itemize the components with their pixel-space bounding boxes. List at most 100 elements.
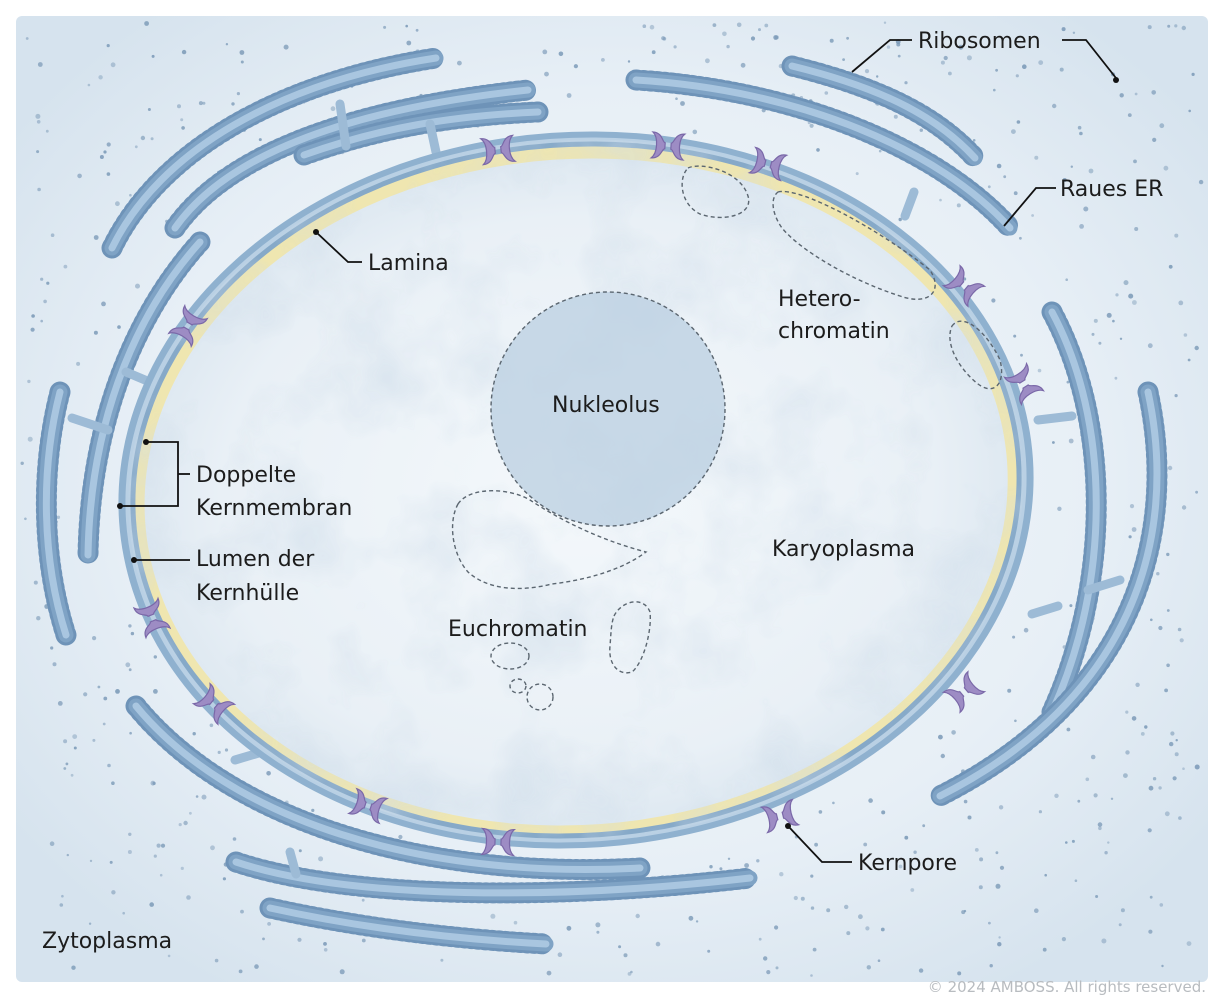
ribosome-dot-icon <box>988 921 991 925</box>
ribosome-dot-icon <box>24 517 27 521</box>
ribosome-dot-icon <box>115 201 120 207</box>
ribosome-dot-icon <box>865 926 870 931</box>
label-raues-er: Raues ER <box>1060 177 1163 202</box>
ribosome-dot-icon <box>1151 90 1156 95</box>
ribosome-dot-icon <box>36 150 40 154</box>
ribosome-dot-icon <box>266 771 271 776</box>
ribosome-dot-icon <box>102 722 106 726</box>
ribosome-dot-icon <box>758 937 762 941</box>
ribosome-dot-icon <box>898 864 903 869</box>
ribosome-dot-icon <box>222 877 226 881</box>
ribosome-dot-icon <box>1172 776 1177 781</box>
ribosome-dot-icon <box>37 187 41 192</box>
ribosome-dot-icon <box>1110 797 1114 800</box>
ribosome-dot-icon <box>719 867 723 871</box>
ribosome-dot-icon <box>195 795 199 798</box>
ribosome-dot-icon <box>92 636 97 641</box>
ribosome-dot-icon <box>826 908 831 913</box>
ribosome-dot-icon <box>106 172 111 176</box>
ribosome-dot-icon <box>635 913 640 919</box>
ribosome-dot-icon <box>1164 811 1170 817</box>
ribosome-dot-icon <box>1091 332 1095 336</box>
ribosome-dot-icon <box>128 832 132 836</box>
ribosome-dot-icon <box>1152 777 1157 781</box>
ribosome-dot-icon <box>1023 627 1029 633</box>
ribosome-dot-icon <box>774 925 779 930</box>
ribosome-dot-icon <box>122 911 125 915</box>
ribosome-dot-icon <box>1114 376 1118 380</box>
ribosome-dot-icon <box>601 58 605 62</box>
ribosome-dot-icon <box>330 106 336 112</box>
ribosome-dot-icon <box>1054 793 1059 798</box>
ribosome-dot-icon <box>1044 873 1047 877</box>
ribosome-dot-icon <box>71 965 76 970</box>
ribosome-dot-icon <box>824 91 829 95</box>
ribosome-dot-icon <box>209 723 214 728</box>
ribosome-dot-icon <box>810 974 813 977</box>
ribosome-dot-icon <box>181 49 187 55</box>
ribosome-dot-icon <box>998 936 1001 939</box>
ribosome-dot-icon <box>1034 908 1039 913</box>
ribosome-dot-icon <box>1167 24 1171 28</box>
ribosome-dot-icon <box>1181 505 1187 510</box>
ribosome-dot-icon <box>863 842 868 847</box>
ribosome-dot-icon <box>868 798 873 803</box>
ribosome-dot-icon <box>231 102 235 106</box>
ribosome-dot-icon <box>726 44 730 49</box>
ribosome-dot-icon <box>186 895 191 900</box>
ribosome-dot-icon <box>101 301 106 307</box>
ribosome-dot-icon <box>956 203 961 208</box>
ribosome-dot-icon <box>1106 312 1112 318</box>
ribosome-dot-icon <box>1098 826 1102 831</box>
ribosome-dot-icon <box>1123 773 1128 778</box>
ribosome-dot-icon <box>89 859 93 863</box>
ribosome-dot-icon <box>542 49 548 55</box>
ribosome-dot-icon <box>878 149 882 153</box>
ribosome-dot-icon <box>897 54 901 58</box>
ribosome-dot-icon <box>1097 822 1103 827</box>
ribosome-dot-icon <box>999 865 1005 870</box>
euchromatin-regions <box>451 490 652 711</box>
ribosome-dot-icon <box>809 123 814 128</box>
ribosome-dot-icon <box>1077 125 1082 130</box>
ribosome-dot-icon <box>987 185 991 189</box>
ribosome-dot-icon <box>224 748 229 752</box>
ribosome-dot-icon <box>630 970 633 974</box>
ribosome-dot-icon <box>93 235 99 240</box>
ribosome-dot-icon <box>1066 380 1070 384</box>
ribosome-dot-icon <box>1194 345 1199 351</box>
ribosome-dot-icon <box>557 952 563 957</box>
ribosome-dot-icon <box>1164 688 1168 693</box>
ribosome-dot-icon <box>130 631 135 636</box>
ribosome-dot-icon <box>940 60 945 65</box>
ribosome-dot-icon <box>125 662 131 668</box>
nucleolus <box>490 291 726 527</box>
er-sheet-left-1 <box>77 231 211 566</box>
ribosome-dot-icon <box>267 922 271 926</box>
ribosome-dot-icon <box>117 325 121 329</box>
label-lumen-der-kernhuelle-line2: Kernhülle <box>196 581 299 606</box>
ribosome-dot-icon <box>896 42 901 47</box>
rough-er <box>35 47 1168 955</box>
ribosome-dot-icon <box>238 969 243 974</box>
ribosome-dot-icon <box>76 361 81 366</box>
ribosome-dot-icon <box>995 883 1001 889</box>
ribosome-dot-icon <box>457 60 462 66</box>
ribosome-dot-icon <box>1093 793 1098 798</box>
ribosome-dot-icon <box>1037 368 1042 373</box>
ribosome-dot-icon <box>573 64 579 69</box>
ribosome-dot-icon <box>1098 341 1102 345</box>
ribosome-dot-icon <box>201 794 207 800</box>
copyright-notice: © 2024 AMBOSS. All rights reserved. <box>928 978 1206 996</box>
ribosome-dot-icon <box>415 28 419 32</box>
ribosome-dot-icon <box>939 198 942 202</box>
ribosome-dot-icon <box>107 763 111 768</box>
ribosome-dot-icon <box>318 856 324 862</box>
ribosome-dot-icon <box>995 68 998 72</box>
label-nukleolus: Nukleolus <box>552 393 660 418</box>
ribosome-dot-icon <box>832 801 835 805</box>
ribosome-dot-icon <box>1131 716 1137 721</box>
label-heterochromatin-line1: Hetero- <box>778 287 861 312</box>
ribosome-dot-icon <box>1065 841 1068 844</box>
ribosome-dot-icon <box>1120 908 1125 913</box>
